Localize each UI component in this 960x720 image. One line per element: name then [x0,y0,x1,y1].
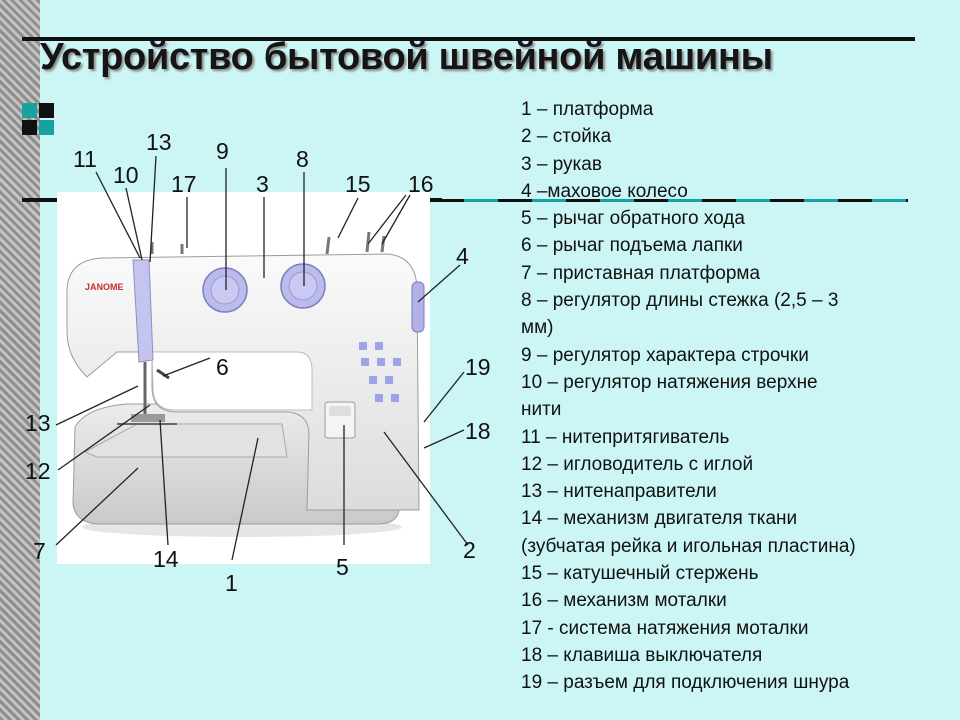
legend-line: 8 – регулятор длины стежка (2,5 – 3 [521,290,839,312]
legend-line: 14 – механизм двигателя ткани [521,508,798,530]
callout-2: 2 [463,537,476,563]
legend-line: мм) [521,317,554,339]
legend-line: 3 – рукав [521,153,602,175]
parts-legend: 1 – платформа 2 – стойка 3 – рукав 4 –ма… [521,96,941,697]
legend-line: 1 – платформа [521,99,654,120]
callout-6: 6 [216,354,229,380]
legend-line: нити [521,399,562,421]
callout-1: 1 [225,570,238,596]
legend-line: 5 – рычаг обратного хода [521,208,745,230]
legend-line: 6 – рычаг подъема лапки [521,235,743,257]
callout-16: 16 [408,171,434,197]
callout-9: 9 [216,138,229,164]
legend-line: 13 – нитенаправители [521,481,717,503]
brand-logo: JANOME [85,282,124,292]
legend-line: 17 - система натяжения моталки [521,617,809,639]
callout-5: 5 [336,554,349,580]
callout-8: 8 [296,146,309,172]
callout-10: 10 [113,162,139,188]
legend-line: (зубчатая рейка и игольная пластина) [521,535,856,557]
callout-17: 17 [171,171,197,197]
legend-line: 9 – регулятор характера строчки [521,344,809,366]
legend-line: 11 – нитепритягиватель [521,426,730,448]
callout-4: 4 [456,243,469,269]
section-divider-dashed [430,199,908,202]
legend-line: 18 – клавиша выключателя [521,644,763,666]
callout-7: 7 [33,538,46,564]
square-bullet-icon [22,103,56,137]
legend-line: 2 – стойка [521,126,612,148]
legend-line: 19 – разъем для подключения шнура [521,672,850,694]
sewing-machine-illustration: JANOME [66,231,425,537]
slide-title: Устройство бытовой швейной машины [40,36,773,78]
callout-11: 11 [73,146,97,172]
callout-19: 19 [465,354,491,380]
callout-18: 18 [465,418,491,444]
callout-3: 3 [256,171,269,197]
callout-15: 15 [345,171,371,197]
callout-14: 14 [153,546,179,572]
legend-line: 15 – катушечный стержень [521,563,759,585]
callout-13-left: 13 [25,410,51,436]
legend-line: 12 – игловодитель с иглой [521,453,754,475]
legend-line: 4 –маховое колесо [521,180,688,202]
title-top-rule [22,37,915,41]
legend-line: 7 – приставная платформа [521,262,761,284]
legend-line: 16 – механизм моталки [521,590,727,612]
callout-13-top: 13 [146,129,172,155]
sewing-machine-photo: JANOME [57,192,430,564]
legend-line: 10 – регулятор натяжения верхне [521,371,818,393]
callout-12: 12 [25,458,51,484]
